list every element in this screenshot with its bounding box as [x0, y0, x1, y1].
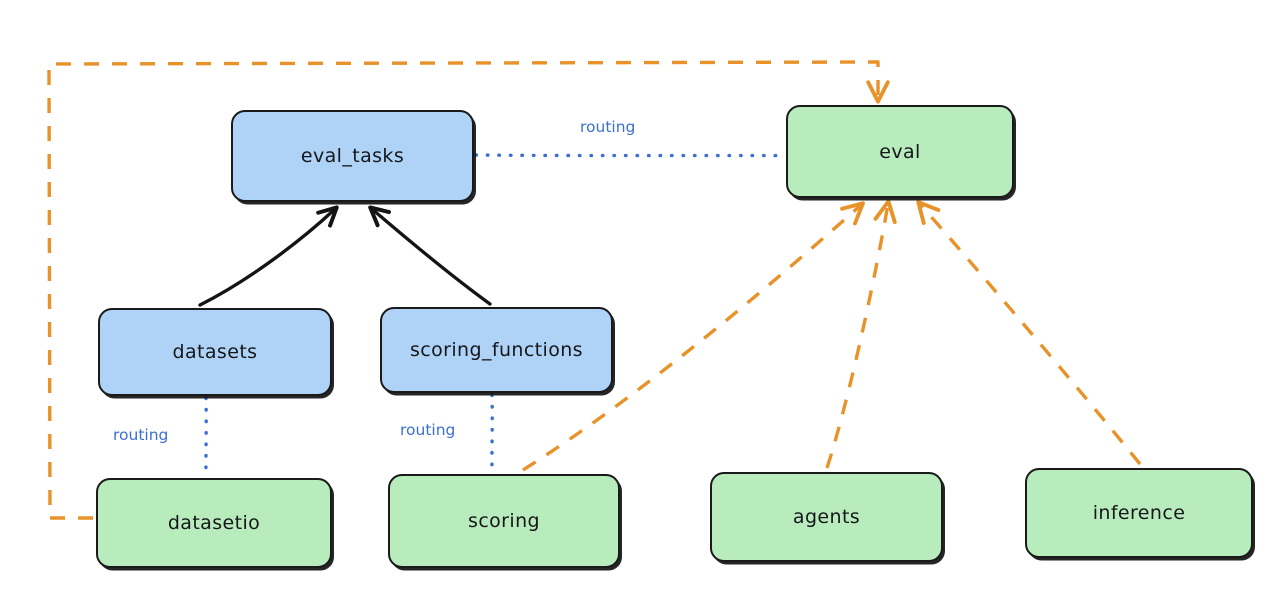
- node-datasets[interactable]: datasets: [98, 308, 332, 396]
- node-eval-tasks[interactable]: eval_tasks: [231, 110, 474, 202]
- node-datasetio[interactable]: datasetio: [96, 478, 332, 568]
- node-eval[interactable]: eval: [786, 105, 1014, 198]
- edge-label-routing-scoring-functions-scoring: routing: [400, 421, 456, 439]
- edge-eval_tasks-eval: [474, 153, 786, 158]
- edge-scoring_functions-eval_tasks: [372, 209, 492, 306]
- edge-agents-eval: [825, 199, 897, 469]
- edge-datasets-eval_tasks: [198, 209, 335, 307]
- node-label: eval: [879, 140, 921, 163]
- edge-scoring-eval: [522, 201, 865, 472]
- node-scoring[interactable]: scoring: [388, 474, 620, 568]
- node-label: datasetio: [167, 512, 261, 534]
- node-inference[interactable]: inference: [1025, 468, 1253, 558]
- node-agents[interactable]: agents: [710, 472, 943, 562]
- node-label: scoring_functions: [410, 339, 583, 361]
- node-label: eval_tasks: [300, 145, 405, 167]
- node-label: datasets: [172, 341, 258, 363]
- node-scoring-functions[interactable]: scoring_functions: [380, 307, 613, 393]
- node-label: agents: [792, 506, 861, 528]
- node-label: scoring: [468, 510, 540, 532]
- edge-label-routing-datasets-datasetio: routing: [113, 426, 169, 444]
- edge-datasetio-eval: [47, 60, 890, 520]
- edge-inference-eval: [916, 200, 1142, 466]
- node-label: inference: [1092, 502, 1186, 524]
- edge-label-routing-eval-tasks-eval: routing: [580, 118, 636, 136]
